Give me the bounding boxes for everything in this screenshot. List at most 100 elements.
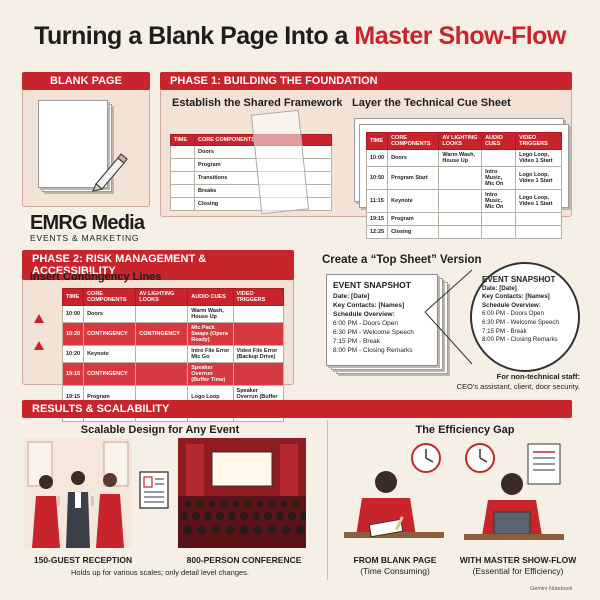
phase2-header: PHASE 2: RISK MANAGEMENT & ACCESSIBILITY — [22, 250, 294, 280]
caption-scalability: Holds up for various scales; only detail… — [70, 568, 249, 577]
table-cell: 10:50 — [365, 166, 389, 190]
snapshot-overview: Schedule Overview: — [333, 311, 395, 318]
snapshot-item: 7:15 PM - Break — [333, 338, 380, 345]
table-cell — [515, 212, 562, 226]
snapshot-zoom-item: 7:15 PM - Break — [482, 327, 527, 335]
col-header: TIME — [170, 134, 195, 146]
blank-page-header: BLANK PAGE — [22, 72, 150, 90]
table-cell: 10:00 — [61, 305, 85, 323]
col-header: TIME — [61, 288, 85, 306]
col-header: TIME — [365, 132, 389, 150]
table-cell: Logo Loop, Video 1 Start — [515, 166, 562, 190]
table-cell — [438, 212, 483, 226]
table-cell: 10:20 — [61, 322, 85, 346]
snapshot-zoom-item: 6:00 PM - Doors Open — [482, 310, 544, 318]
snapshot-item: 6:30 PM - Welcome Speech — [333, 329, 414, 336]
col-header: AV LIGHTING LOOKS — [135, 288, 189, 306]
col-header: AUDIO CUES — [187, 288, 234, 306]
top-sheet-note-bold: For non-technical staff: — [496, 372, 580, 381]
zoom-circle — [470, 262, 580, 372]
table-cell: Keynote — [83, 345, 137, 363]
table-cell — [135, 345, 189, 363]
caption-blank-page: FROM BLANK PAGE (Time Consuming) — [334, 555, 456, 577]
table-cell — [481, 225, 517, 239]
table-row: Transitions — [170, 171, 332, 185]
table-cell: Doors — [83, 305, 137, 323]
table-cell — [135, 305, 189, 323]
table-cell: Closing — [387, 225, 440, 239]
table-cell — [232, 305, 285, 323]
warning-icon — [34, 341, 44, 350]
caption-reception: 150-GUEST RECEPTION — [33, 555, 133, 565]
table-cell: Intro Music, Mic On — [481, 166, 517, 190]
conference-illustration — [178, 438, 306, 548]
snapshot-small: EVENT SNAPSHOT Date: [Date] Key Contacts… — [326, 274, 438, 366]
stressed-planner-illustration — [344, 443, 444, 538]
snapshot-heading: EVENT SNAPSHOT — [333, 280, 411, 290]
cue-sheet-table: TIME CORE COMPONENTS AV LIGHTING LOOKS A… — [365, 132, 562, 239]
logo: EMRG Media EVENTS & MARKETING — [30, 212, 170, 243]
table-cell — [232, 322, 285, 346]
caption-blank-page-text: (Time Consuming) — [360, 566, 430, 576]
table-cell: Warm Wash, House Up — [438, 149, 483, 167]
col-header: AUDIO CUES — [481, 132, 517, 150]
table-cell: CONTINGENCY — [83, 362, 137, 386]
caption-master-text: (Essential for Efficiency) — [472, 566, 564, 576]
snapshot-item: 6:00 PM - Doors Open — [333, 320, 399, 327]
table-cell — [232, 362, 285, 386]
phase1-header: PHASE 1: BUILDING THE FOUNDATION — [160, 72, 572, 90]
caption-blank-page-bold: FROM BLANK PAGE — [353, 555, 437, 565]
table-cell: 10:20 — [61, 345, 85, 363]
logo-name: EMRG Media — [30, 212, 145, 234]
table-cell: Intro File Error Mic Go — [187, 345, 234, 363]
table-cell: CONTINGENCY — [135, 322, 189, 346]
results-divider — [327, 420, 328, 580]
top-sheet-note-text: CEO's assistant, client, door security. — [456, 382, 580, 391]
table-cell — [515, 225, 562, 239]
table-cell: Intro Music, Mic On — [481, 189, 517, 213]
table-row: Doors — [170, 145, 332, 159]
snapshot-zoom: EVENT SNAPSHOT Date: [Date] Key Contacts… — [482, 275, 574, 345]
warning-icon — [34, 314, 44, 323]
col-header: CORE COMPONENTS — [387, 132, 440, 150]
table-cell — [481, 149, 517, 167]
col-header: VIDEO TRIGGERS — [232, 288, 285, 306]
table-row: Program — [170, 158, 332, 172]
blank-paper — [38, 100, 108, 188]
overlay-sheet — [250, 109, 310, 215]
table-cell: CONTINGENCY — [83, 322, 137, 346]
table-cell — [135, 362, 189, 386]
efficient-planner-illustration — [464, 443, 564, 540]
title-part-2: Master Show-Flow — [354, 22, 566, 50]
table-cell: 11:15 — [365, 189, 389, 213]
table-cell: 12:25 — [365, 225, 389, 239]
reception-illustration — [24, 438, 132, 548]
table-cell: Speaker Overrun (Buffer Time) — [187, 362, 234, 386]
table-cell: Logo Loop, Video 1 Start — [515, 149, 562, 167]
pencil-icon — [91, 153, 128, 192]
table-cell: Program — [387, 212, 440, 226]
col-header: CORE COMPONENTS — [83, 288, 137, 306]
col-header: VIDEO TRIGGERS — [515, 132, 562, 150]
col-header: AV LIGHTING LOOKS — [438, 132, 483, 150]
table-cell — [481, 212, 517, 226]
document-icon — [139, 471, 169, 509]
top-sheet-title: Create a “Top Sheet” Version — [322, 254, 482, 266]
top-sheet-note: For non-technical staff: CEO's assistant… — [440, 372, 580, 392]
results-header: RESULTS & SCALABILITY — [22, 400, 572, 418]
table-cell: 10:00 — [365, 149, 389, 167]
phase1-left-title: Establish the Shared Framework — [172, 97, 343, 109]
table-cell — [438, 166, 483, 190]
watermark: Gemini Notebook — [530, 586, 573, 592]
snapshot-zoom-date: Date: [Date] — [482, 284, 517, 292]
zoom-lines — [424, 269, 473, 365]
snapshot-date: Date: [Date] — [333, 293, 370, 300]
